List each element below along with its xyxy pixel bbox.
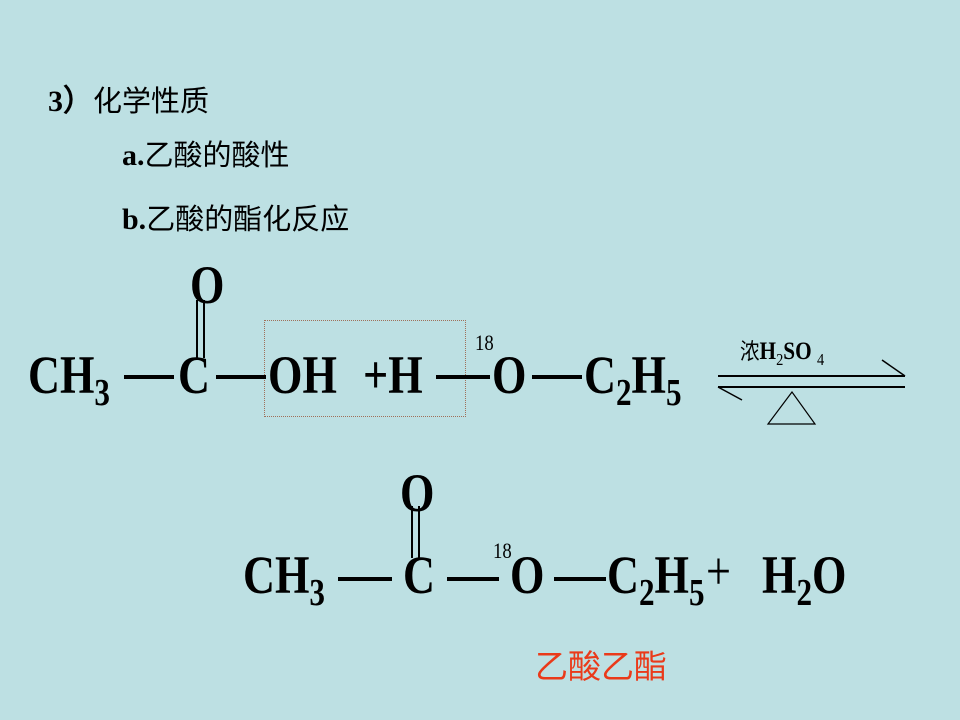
carbonyl-oxygen: O — [400, 463, 435, 523]
subscript: 5 — [689, 572, 705, 614]
section-heading: 3）化学性质 — [48, 76, 209, 120]
single-bond — [216, 375, 266, 379]
single-bond — [124, 375, 174, 379]
ch3-text: CH — [28, 345, 95, 405]
item-text: 乙酸的酸性 — [144, 138, 290, 172]
condition-h: H — [759, 338, 777, 365]
highlight-box — [264, 320, 466, 417]
o-text: O — [812, 545, 847, 605]
item-prefix: b. — [122, 203, 147, 236]
subscript: 2 — [615, 372, 632, 414]
carbonyl-oxygen: O — [190, 255, 225, 315]
double-bond-line — [196, 300, 198, 358]
isotope-label: 18 — [475, 330, 494, 355]
subscript: 2 — [638, 572, 655, 614]
product-label: 乙酸乙酯 — [535, 647, 667, 686]
condition-so: SO — [783, 338, 812, 365]
double-bond-line — [203, 300, 205, 358]
single-bond — [338, 577, 392, 581]
ethyl-group: C2H5 — [607, 545, 705, 612]
list-item-b: b.乙酸的酯化反应 — [122, 196, 349, 238]
h-text: H — [654, 545, 690, 605]
oxygen-atom: O — [510, 545, 545, 605]
condition-cjk: 浓 — [740, 339, 760, 365]
single-bond — [447, 577, 499, 581]
reaction-condition: 浓H2SO 4 — [740, 332, 825, 369]
c-text: C — [584, 345, 616, 405]
subscript: 3 — [309, 572, 325, 614]
heat-triangle-icon — [766, 390, 817, 425]
list-item-a: a.乙酸的酸性 — [122, 132, 290, 174]
h-text: H — [762, 545, 797, 605]
section-title: 化学性质 — [93, 84, 210, 118]
isotope-label: 18 — [493, 538, 512, 563]
carbon-atom: C — [178, 345, 210, 405]
single-bond — [436, 375, 490, 379]
subscript: 4 — [816, 350, 825, 369]
item-prefix: a. — [122, 139, 145, 172]
section-number: 3） — [48, 85, 93, 118]
ethyl-group: C2H5 — [584, 345, 682, 412]
oxygen-atom: O — [492, 345, 527, 405]
single-bond — [554, 577, 606, 581]
double-bond-line — [411, 506, 413, 558]
subscript: 5 — [666, 372, 682, 414]
subscript: 2 — [796, 572, 813, 614]
ch3-text: CH — [243, 545, 310, 605]
carbon-atom: C — [403, 545, 435, 605]
double-bond-line — [418, 506, 420, 558]
plus-sign: + — [706, 541, 731, 601]
c-text: C — [607, 545, 639, 605]
reversible-arrow-icon — [717, 359, 906, 425]
subscript: 2 — [776, 350, 784, 369]
h-text: H — [631, 345, 667, 405]
item-text: 乙酸的酯化反应 — [146, 202, 350, 236]
subscript: 3 — [94, 372, 110, 414]
ch3-group: CH3 — [243, 545, 325, 612]
ch3-group: CH3 — [28, 345, 110, 412]
plus-hydrogen: +H — [363, 345, 423, 405]
single-bond — [532, 375, 582, 379]
water-molecule: H2O — [762, 545, 847, 612]
hydroxyl-group: OH — [268, 345, 337, 405]
